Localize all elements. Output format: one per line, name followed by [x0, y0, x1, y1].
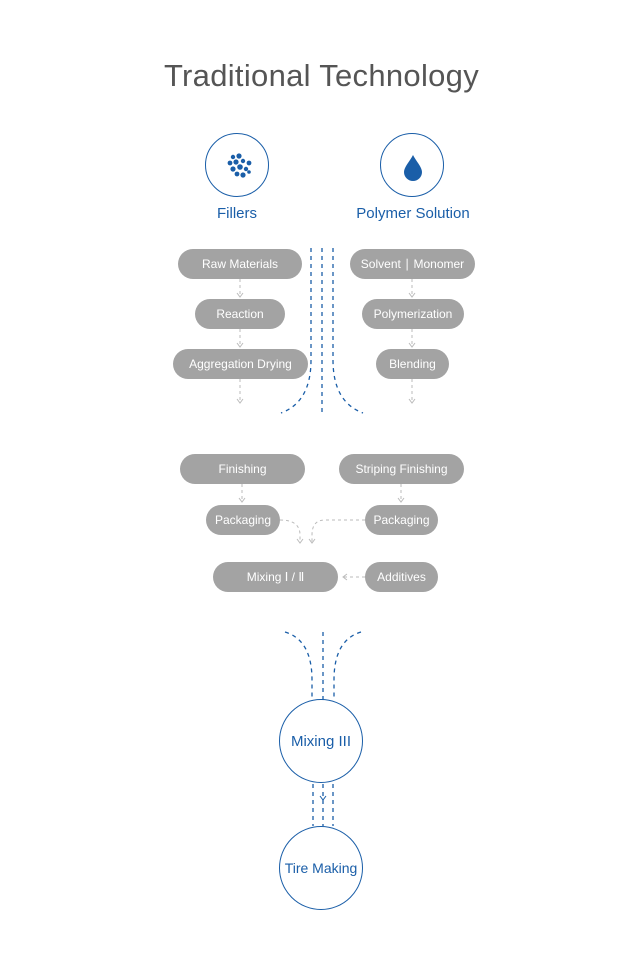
polymer-label: Polymer Solution	[356, 205, 470, 222]
step-reaction: Reaction	[195, 299, 285, 329]
step-finishing: Finishing	[180, 454, 305, 484]
step-mixing-1-2: Mixing Ⅰ / Ⅱ	[213, 562, 338, 592]
step-packaging-left: Packaging	[206, 505, 280, 535]
step-packaging-right: Packaging	[365, 505, 438, 535]
step-raw-materials: Raw Materials	[178, 249, 302, 279]
fillers-icon-circle	[205, 133, 269, 197]
droplet-icon	[404, 155, 422, 181]
fillers-label: Fillers	[217, 205, 257, 222]
step-additives: Additives	[365, 562, 438, 592]
step-polymerization: Polymerization	[362, 299, 464, 329]
polymer-icon-circle	[380, 133, 444, 197]
node-tire-making: Tire Making	[279, 826, 363, 910]
step-blending: Blending	[376, 349, 449, 379]
step-solvent-monomer: Solvent ∣ Monomer	[350, 249, 475, 279]
page-title: Traditional Technology	[163, 58, 480, 93]
dots-cluster-icon	[227, 153, 252, 178]
step-striping-finishing: Striping Finishing	[339, 454, 464, 484]
step-aggregation-drying: Aggregation Drying	[173, 349, 308, 379]
node-mixing-3: Mixing III	[279, 699, 363, 783]
